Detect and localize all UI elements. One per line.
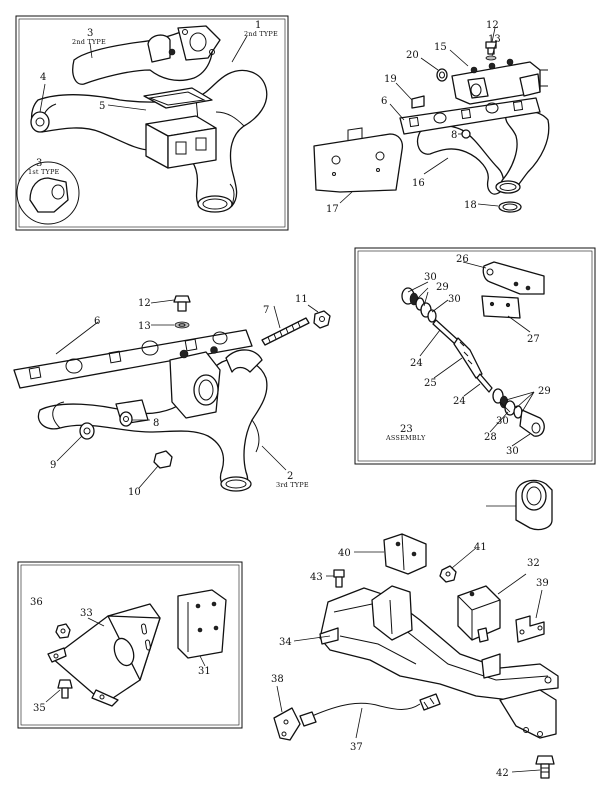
callout-3-1st: 3 bbox=[36, 158, 42, 169]
bolt-12-mid bbox=[173, 295, 191, 329]
bracket-40 bbox=[383, 533, 427, 575]
bracket-38 bbox=[273, 707, 301, 741]
speedometer-cable-37 bbox=[299, 693, 441, 727]
bolt-42 bbox=[535, 755, 555, 779]
callout-30-c: 30 bbox=[496, 416, 509, 427]
callout-6-mid: 6 bbox=[94, 316, 100, 327]
mounting-bracket-33 bbox=[47, 603, 161, 707]
callout-11: 11 bbox=[295, 294, 308, 305]
callout-30-b: 30 bbox=[448, 294, 461, 305]
manifold-set-top-right: 12 13 15 20 19 6 8 16 17 18 bbox=[313, 20, 550, 215]
callout-17: 17 bbox=[326, 204, 339, 215]
crossmember-set: 40 41 43 32 39 34 38 37 42 bbox=[271, 533, 559, 779]
callout-10: 10 bbox=[128, 487, 141, 498]
inset-linkage-panel: 26 27 30 29 30 24 25 24 29 30 28 30 23 A… bbox=[354, 247, 596, 465]
washer-8-mid bbox=[119, 411, 133, 427]
carburettor-flange bbox=[143, 87, 217, 169]
callout-43: 43 bbox=[310, 572, 323, 583]
adaptor-19 bbox=[411, 95, 425, 109]
callout-39: 39 bbox=[536, 578, 549, 589]
bracket-39 bbox=[515, 615, 545, 643]
callout-26: 26 bbox=[456, 254, 469, 265]
callout-33: 33 bbox=[80, 608, 93, 619]
callout-16: 16 bbox=[412, 178, 425, 189]
bolt-12-top bbox=[485, 41, 497, 61]
olive-ring-18 bbox=[498, 201, 522, 213]
callout-29-b: 29 bbox=[538, 386, 551, 397]
callout-8-mid: 8 bbox=[153, 418, 159, 429]
manifold-gasket bbox=[399, 97, 541, 135]
nut-41 bbox=[439, 565, 457, 583]
nut-11 bbox=[313, 310, 331, 329]
callout-12-tr: 12 bbox=[486, 20, 499, 31]
callout-28: 28 bbox=[484, 432, 497, 443]
sealing-ring-20 bbox=[436, 68, 448, 82]
plate-27 bbox=[481, 295, 521, 319]
manifold-gasket-mid bbox=[13, 329, 253, 389]
washer-8 bbox=[461, 129, 471, 139]
callout-29-a: 29 bbox=[436, 282, 449, 293]
callout-3-2nd-type: 2nd TYPE bbox=[72, 38, 106, 46]
bolt-43 bbox=[333, 569, 345, 588]
stud-9 bbox=[79, 422, 95, 440]
callout-30-a: 30 bbox=[424, 272, 437, 283]
stud-7 bbox=[261, 317, 310, 346]
callout-6-tr: 6 bbox=[381, 96, 387, 107]
callout-41: 41 bbox=[474, 542, 487, 553]
callout-23: 23 bbox=[400, 424, 413, 435]
rubber-mount-32 bbox=[457, 585, 501, 643]
exhaust-manifold-3rd-type bbox=[37, 346, 268, 492]
callout-37: 37 bbox=[350, 742, 363, 753]
callout-19: 19 bbox=[384, 74, 397, 85]
callout-42: 42 bbox=[496, 768, 509, 779]
callout-4: 4 bbox=[40, 72, 46, 83]
callout-13-mid: 13 bbox=[138, 321, 151, 332]
callout-5: 5 bbox=[99, 101, 105, 112]
callout-25: 25 bbox=[424, 378, 437, 389]
induction-pipe-2nd-type bbox=[72, 25, 221, 85]
callout-9: 9 bbox=[50, 460, 56, 471]
callout-8-tr: 8 bbox=[451, 130, 457, 141]
callout-35: 35 bbox=[33, 703, 46, 714]
bolt-35 bbox=[57, 679, 73, 699]
callout-40: 40 bbox=[338, 548, 351, 559]
nut-10 bbox=[153, 450, 173, 469]
callout-30-d: 30 bbox=[506, 446, 519, 457]
callout-36: 36 bbox=[30, 597, 43, 608]
callout-15: 15 bbox=[434, 42, 447, 53]
linkage-rod bbox=[401, 287, 545, 437]
callout-24-a: 24 bbox=[410, 358, 423, 369]
callout-31: 31 bbox=[198, 666, 211, 677]
callout-1-type: 2nd TYPE bbox=[244, 30, 278, 38]
rubber-mounting-31 bbox=[177, 589, 227, 659]
callout-34: 34 bbox=[279, 637, 292, 648]
crossmember-34 bbox=[319, 585, 559, 739]
callout-32: 32 bbox=[527, 558, 540, 569]
callout-3-1st-type: 1st TYPE bbox=[28, 168, 60, 176]
callout-24-b: 24 bbox=[453, 396, 466, 407]
callout-12-mid: 12 bbox=[138, 298, 151, 309]
inset-manifold-panel: 3 2nd TYPE 1 2nd TYPE 4 5 3 1st TYPE bbox=[15, 15, 289, 231]
callout-20: 20 bbox=[406, 50, 419, 61]
callout-27: 27 bbox=[527, 334, 540, 345]
bracket-26 bbox=[482, 261, 545, 295]
callout-23-sub: ASSEMBLY bbox=[385, 434, 426, 442]
heat-shield bbox=[313, 127, 404, 193]
callout-38: 38 bbox=[271, 674, 284, 685]
mounting-bush-44 bbox=[486, 479, 553, 531]
callout-2: 2 bbox=[287, 471, 293, 482]
callout-13-tr: 13 bbox=[488, 34, 501, 45]
inlet-manifold bbox=[451, 58, 548, 105]
callout-7: 7 bbox=[263, 305, 269, 316]
callout-2-type: 3rd TYPE bbox=[276, 481, 309, 489]
induction-pipe-1st-type-detail bbox=[16, 161, 80, 225]
callout-18: 18 bbox=[464, 200, 477, 211]
manifold-set-middle: 12 13 6 7 11 8 9 10 2 3rd TYPE bbox=[13, 294, 331, 498]
callout-1: 1 bbox=[255, 20, 261, 31]
callout-3-2nd: 3 bbox=[87, 28, 93, 39]
inset-mount-panel: 36 33 31 35 bbox=[17, 561, 243, 729]
nut-36 bbox=[55, 623, 71, 639]
